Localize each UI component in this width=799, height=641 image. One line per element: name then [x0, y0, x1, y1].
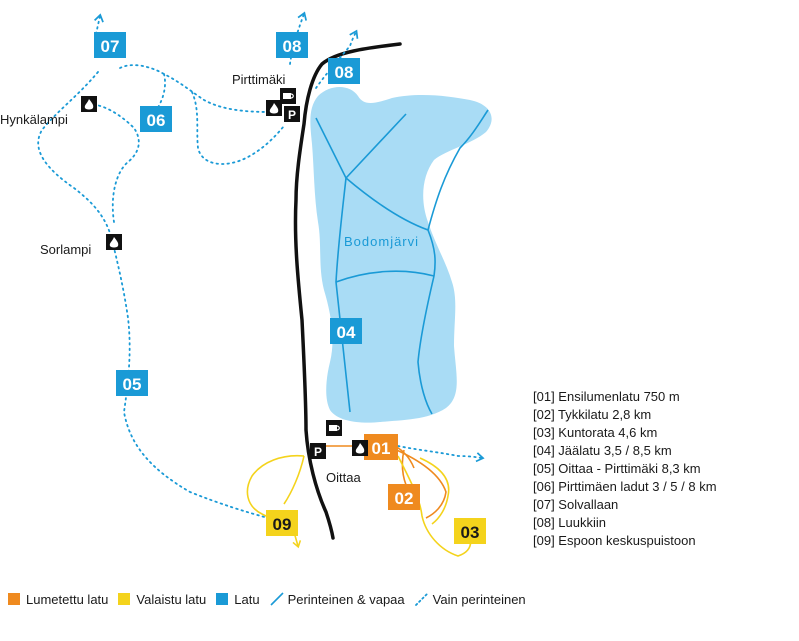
- svg-text:01: 01: [372, 439, 391, 458]
- svg-text:05: 05: [123, 375, 142, 394]
- cafe-icon: [280, 88, 296, 104]
- lake-label: Bodomjärvi: [344, 234, 419, 249]
- badge-03: 03: [454, 518, 486, 544]
- svg-text:02: 02: [395, 489, 414, 508]
- legend-label: Latu: [234, 591, 260, 607]
- place-label-pirttimaki: Pirttimäki: [232, 72, 286, 87]
- badge-02: 02: [388, 484, 420, 510]
- legend-item-lit: Valaistu latu: [118, 592, 206, 607]
- route-item: [09] Espoon keskuspuistoon: [533, 533, 696, 548]
- legend: Lumetettu latu Valaistu latu Latu Perint…: [8, 589, 536, 609]
- badge-08-east: 08: [328, 58, 360, 84]
- ice-trail-04: [315, 109, 489, 415]
- route-item: [07] Solvallaan: [533, 497, 619, 512]
- legend-label: Vain perinteinen: [432, 591, 526, 607]
- route-list: [01] Ensilumenlatu 750 m [02] Tykkilatu …: [533, 388, 717, 550]
- badge-06: 06: [140, 106, 172, 132]
- route-item: [02] Tykkilatu 2,8 km: [533, 407, 652, 422]
- place-label-hynkalampi: Hynkälampi: [0, 112, 68, 127]
- legend-item-trail: Latu: [216, 591, 260, 607]
- route-item: [03] Kuntorata 4,6 km: [533, 425, 658, 440]
- badge-01: 01: [364, 434, 398, 460]
- legend-label: Lumetettu latu: [26, 591, 109, 607]
- fireplace-icon: [266, 100, 282, 116]
- yellow-swatch: [118, 593, 131, 605]
- place-label-sorlampi: Sorlampi: [40, 242, 91, 257]
- svg-text:P: P: [314, 445, 322, 459]
- solid-line-icon: [269, 592, 284, 606]
- legend-label: Valaistu latu: [136, 591, 207, 607]
- route-item: [01] Ensilumenlatu 750 m: [533, 389, 680, 404]
- orange-swatch: [8, 593, 20, 605]
- badge-04: 04: [330, 318, 362, 344]
- legend-label: Perinteinen & vapaa: [287, 591, 405, 607]
- route-item: [04] Jäälatu 3,5 / 8,5 km: [533, 443, 672, 458]
- svg-text:09: 09: [273, 515, 292, 534]
- legend-item-classic-free: Perinteinen & vapaa: [269, 591, 405, 607]
- legend-item-snowmade: Lumetettu latu: [8, 592, 108, 607]
- parking-icon: P: [284, 106, 300, 122]
- route-item: [06] Pirttimäen ladut 3 / 5 / 8 km: [533, 479, 717, 494]
- road: [293, 42, 402, 540]
- svg-text:08: 08: [283, 37, 302, 56]
- blue-swatch: [216, 593, 229, 605]
- svg-text:P: P: [288, 108, 296, 122]
- legend-item-classic-only: Vain perinteinen: [414, 591, 526, 607]
- fireplace-icon: [106, 234, 122, 250]
- route-item: [08] Luukkiin: [533, 515, 606, 530]
- svg-text:08: 08: [335, 63, 354, 82]
- badge-07: 07: [94, 32, 126, 58]
- fireplace-icon: [352, 440, 368, 456]
- svg-text:04: 04: [337, 323, 356, 342]
- svg-text:06: 06: [147, 111, 166, 130]
- svg-text:07: 07: [101, 37, 120, 56]
- badge-08-west: 08: [276, 32, 308, 58]
- fireplace-icon: [81, 96, 97, 112]
- svg-text:03: 03: [461, 523, 480, 542]
- badge-09: 09: [266, 510, 298, 536]
- cafe-icon: [326, 420, 342, 436]
- route-item: [05] Oittaa - Pirttimäki 8,3 km: [533, 461, 701, 476]
- place-label-oittaa: Oittaa: [326, 470, 361, 485]
- dotted-line-icon: [414, 592, 429, 606]
- parking-icon: P: [310, 443, 326, 459]
- badge-05: 05: [116, 370, 148, 396]
